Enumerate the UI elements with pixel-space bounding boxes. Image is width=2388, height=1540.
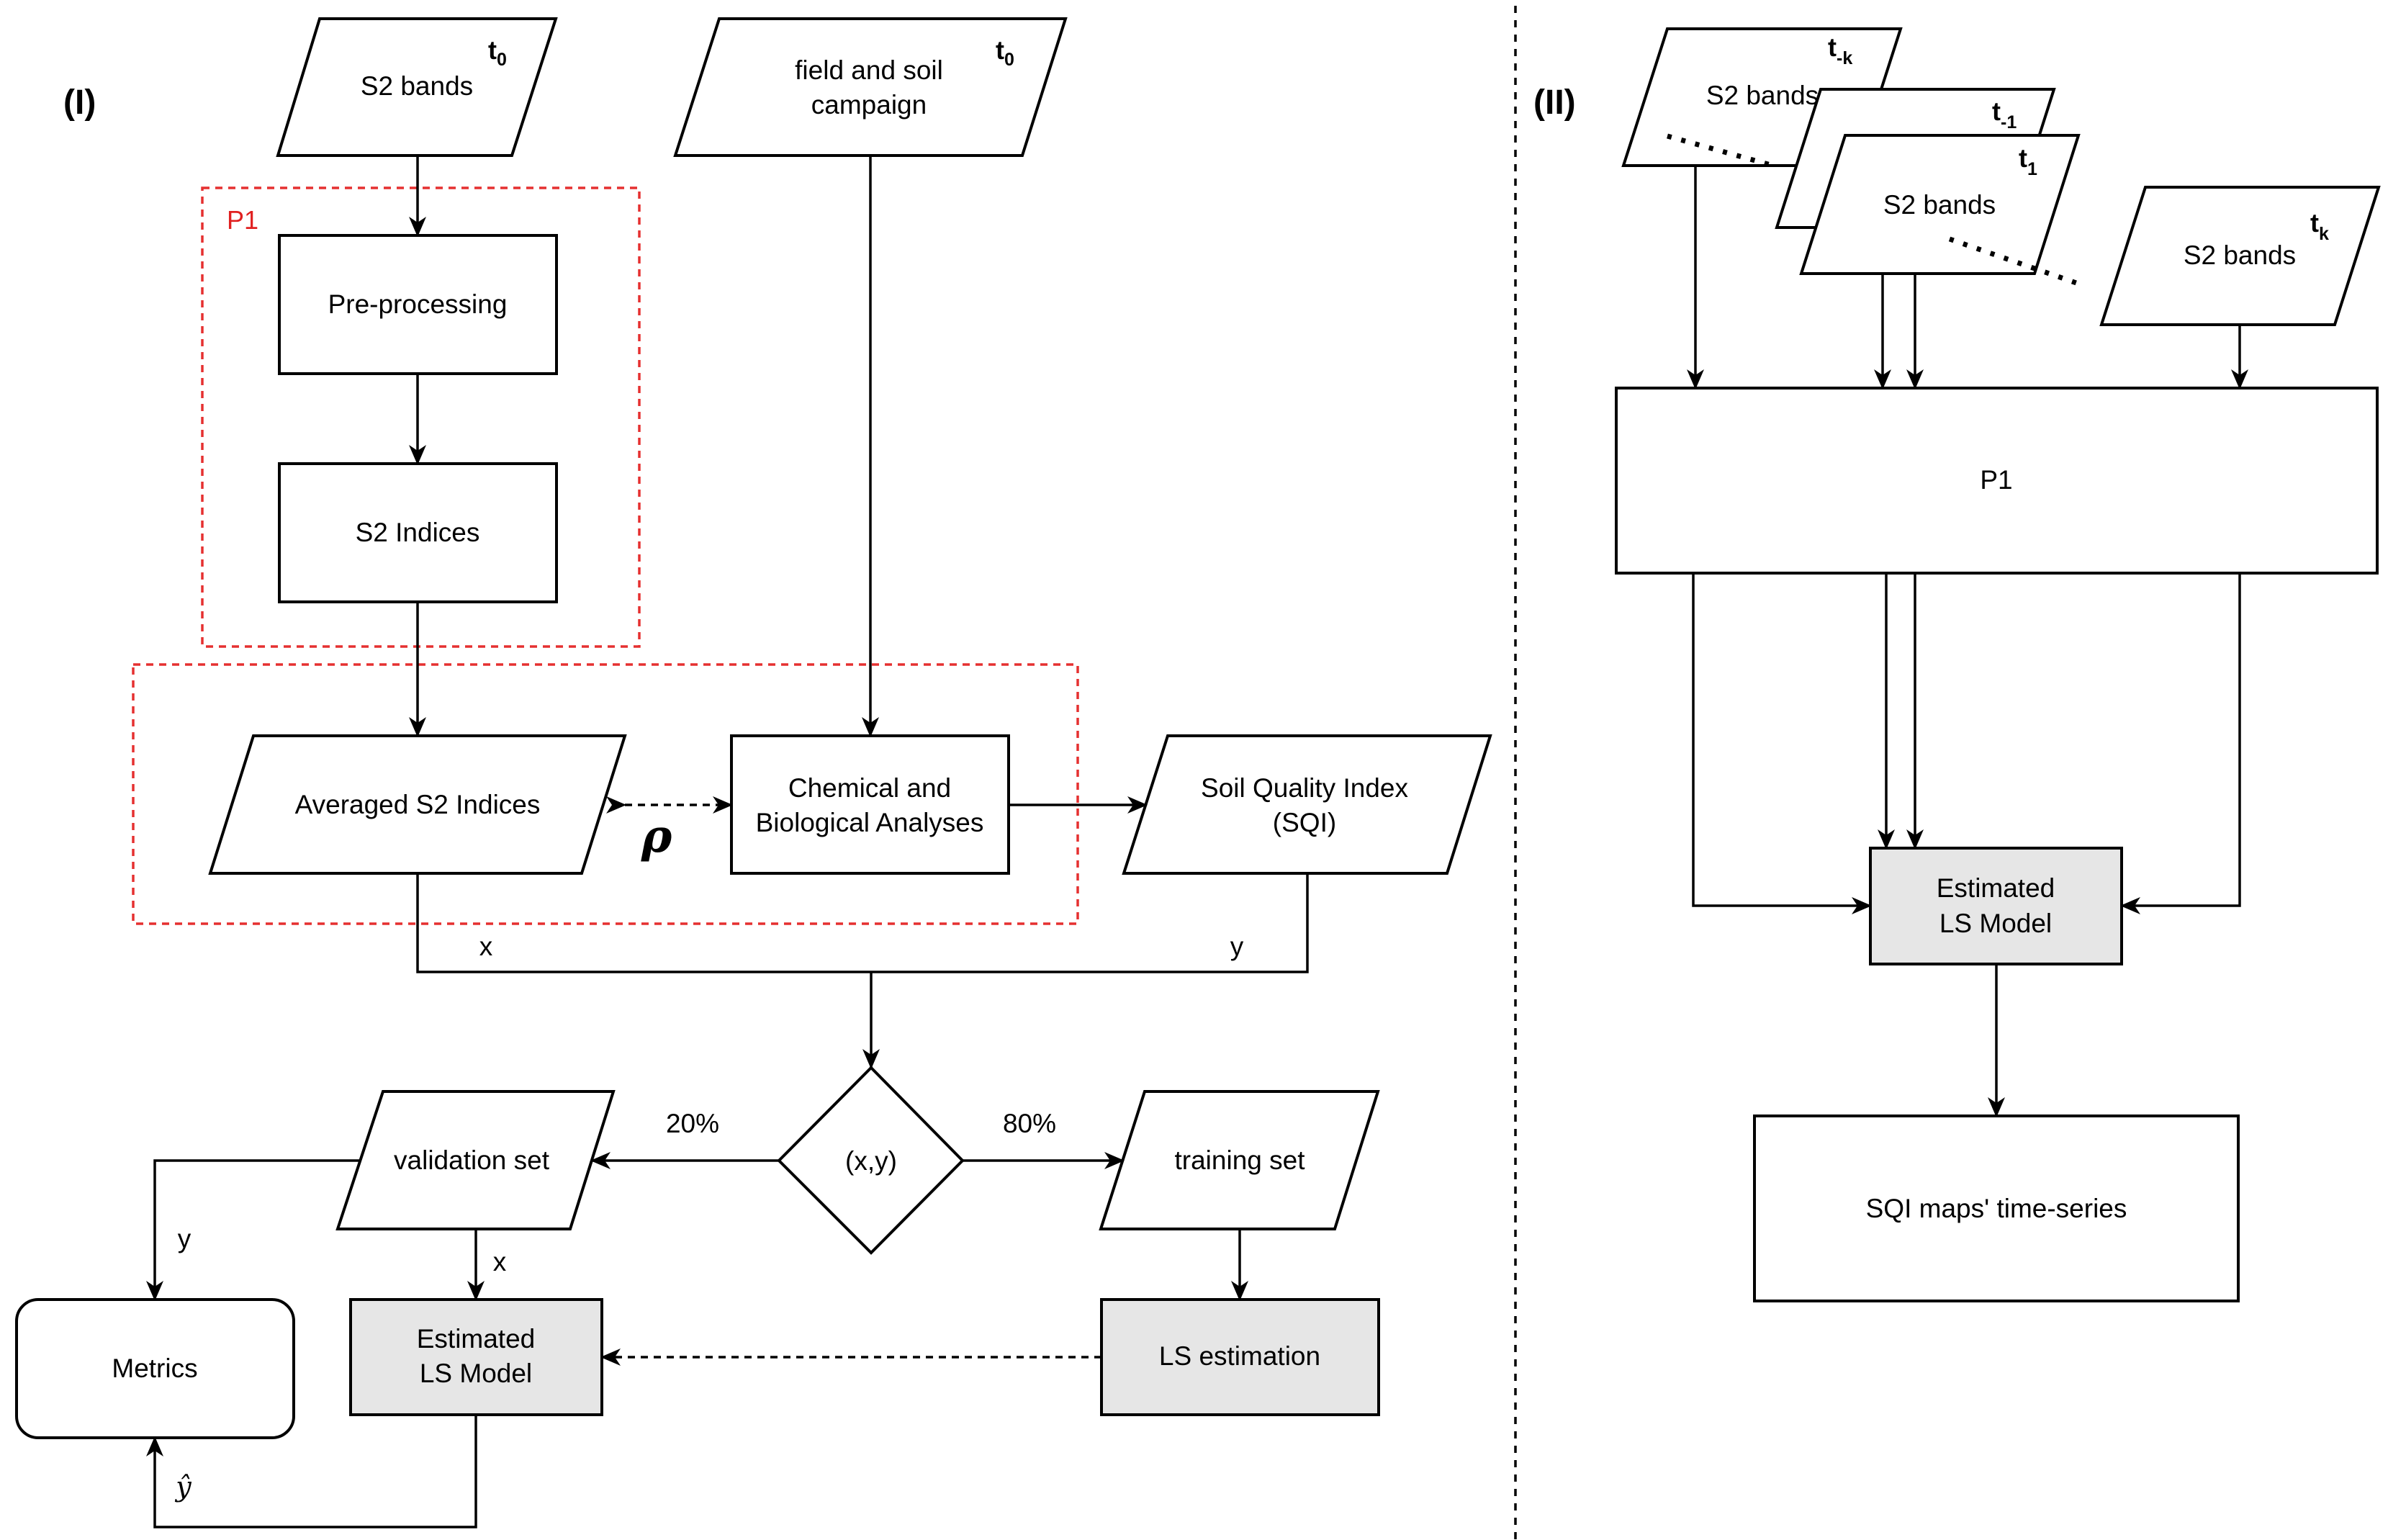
yhat-symbol: ŷ xyxy=(174,1471,192,1503)
right-est-label-line1: Estimated xyxy=(1937,873,2055,903)
svg-text:0: 0 xyxy=(497,50,507,70)
xy-decision-node[interactable] xyxy=(777,1066,965,1255)
right-est-label-line2: LS Model xyxy=(1939,909,2052,938)
averaged-s2-indices-node[interactable] xyxy=(208,734,627,875)
svg-text:0: 0 xyxy=(1004,50,1014,70)
edge-label-20pct: 20% xyxy=(666,1109,719,1138)
edge-p1-model-right xyxy=(2120,573,2241,914)
sqi-maps-label: SQI maps' time-series xyxy=(1866,1194,2127,1223)
chem-label-line1: Chemical and xyxy=(788,773,951,803)
validation-set-label: validation set xyxy=(394,1145,550,1175)
field-soil-campaign-node[interactable] xyxy=(673,17,1068,157)
svg-text:t: t xyxy=(996,35,1004,65)
s2-bands-tk-label: S2 bands xyxy=(2184,240,2296,270)
edge-model-metrics xyxy=(146,1415,477,1528)
svg-text:-1: -1 xyxy=(2001,112,2017,132)
svg-text:t: t xyxy=(2019,143,2027,173)
edge-label-80pct: 80% xyxy=(1003,1109,1056,1138)
svg-text:k: k xyxy=(2319,224,2329,244)
chem-label-line2: Biological Analyses xyxy=(756,808,984,837)
time-tag-t0-b: t 0 xyxy=(996,35,1014,70)
svg-text:-k: -k xyxy=(1837,48,1852,68)
sqi-label-line1: Soil Quality Index xyxy=(1201,773,1408,803)
field-soil-label-line1: field and soil xyxy=(795,55,943,85)
edge-p1-model-left xyxy=(1692,573,1872,914)
s2-bands-t0-node[interactable] xyxy=(276,17,558,157)
soil-quality-index-node[interactable] xyxy=(1122,734,1492,875)
edge-label-x-top: x xyxy=(479,932,493,961)
edge-label-y-metrics: y xyxy=(178,1224,192,1253)
panel-label-left: (I) xyxy=(63,84,96,122)
rho-symbol: ρ xyxy=(641,809,672,863)
estimated-ls-model-node[interactable] xyxy=(349,1298,603,1416)
ls-estimation-node[interactable] xyxy=(1100,1298,1380,1416)
p1-process-node[interactable] xyxy=(1615,387,2379,575)
svg-text:t: t xyxy=(488,35,497,65)
edge-validation-metrics xyxy=(146,1159,360,1301)
s2-bands-t1-label: S2 bands xyxy=(1883,190,1996,220)
sqi-maps-time-series-node[interactable] xyxy=(1753,1115,2240,1302)
metrics-label: Metrics xyxy=(112,1354,197,1383)
time-tag-t1: t 1 xyxy=(2019,143,2037,179)
svg-text:t: t xyxy=(1828,32,1837,62)
validation-set-node[interactable] xyxy=(335,1090,616,1230)
time-tag-t-minus-1: t -1 xyxy=(1992,96,2017,132)
preprocessing-node[interactable] xyxy=(278,234,558,375)
ls-estimation-label: LS estimation xyxy=(1159,1341,1320,1371)
time-tag-t-minus-k: t -k xyxy=(1828,32,1852,68)
correlation-group-box xyxy=(132,663,1079,925)
est-ls-label-line1: Estimated xyxy=(417,1324,536,1354)
time-tag-t0-a: t 0 xyxy=(488,35,507,70)
p1-group-box xyxy=(201,186,641,648)
xy-decision-label: (x,y) xyxy=(845,1146,897,1176)
right-estimated-ls-model-node[interactable] xyxy=(1869,847,2123,965)
s2-bands-tk-node[interactable] xyxy=(2099,186,2381,326)
s2-indices-label: S2 Indices xyxy=(356,518,480,547)
svg-text:t: t xyxy=(2310,208,2319,238)
est-ls-label-line2: LS Model xyxy=(420,1359,532,1388)
sqi-label-line2: (SQI) xyxy=(1273,808,1336,837)
s2-bands-t1-node[interactable] xyxy=(1799,134,2081,275)
edge-label-x-model: x xyxy=(493,1247,507,1276)
averaged-s2-indices-label: Averaged S2 Indices xyxy=(295,790,541,819)
training-set-node[interactable] xyxy=(1099,1090,1380,1230)
s2-bands-t0-label: S2 bands xyxy=(361,71,473,101)
panel-label-right: (II) xyxy=(1533,84,1576,122)
preprocessing-label: Pre-processing xyxy=(328,289,508,319)
training-set-label: training set xyxy=(1175,1145,1306,1175)
svg-text:t: t xyxy=(1992,96,2001,126)
time-tag-tk: t k xyxy=(2310,208,2329,244)
p1-group-label: P1 xyxy=(227,205,258,235)
s2-indices-node[interactable] xyxy=(278,462,558,603)
s2-bands-t-minus-k-label: S2 bands xyxy=(1706,81,1819,110)
field-soil-label-line2: campaign xyxy=(811,90,927,120)
svg-text:1: 1 xyxy=(2027,159,2037,179)
edge-label-y-top: y xyxy=(1230,932,1244,961)
edge-averaged-merge xyxy=(416,873,1309,973)
p1-process-label: P1 xyxy=(1980,465,2012,495)
chemical-biological-analyses-node[interactable] xyxy=(730,734,1010,875)
